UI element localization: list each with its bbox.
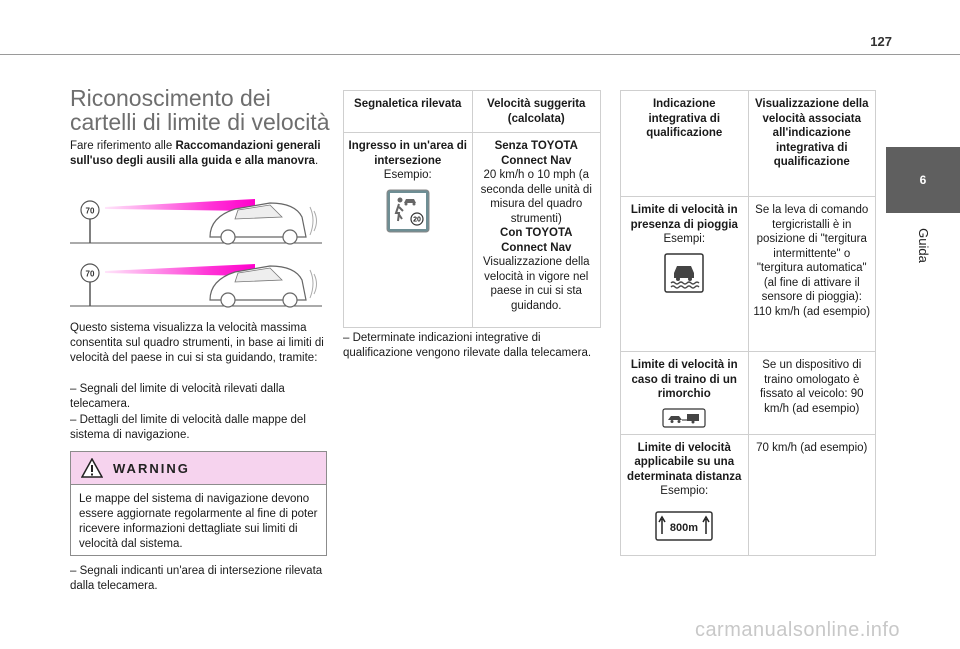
- header-rule: [0, 54, 960, 55]
- speed-sign-value: 70: [86, 270, 95, 279]
- warning-header: WARNING: [71, 452, 326, 485]
- page-number: 127: [870, 34, 892, 49]
- distance-sign-icon: 800m: [655, 510, 713, 541]
- detected-signs-table: Segnaletica rilevata Velocità suggerita …: [343, 90, 601, 328]
- table2-row-rain-right: Se la leva di comando tergicristalli è i…: [747, 196, 876, 352]
- speed-sign-value: 70: [86, 207, 95, 216]
- warning-title: WARNING: [113, 460, 190, 476]
- rain-sign-icon: [664, 252, 704, 293]
- chapter-label: Guida: [886, 215, 960, 275]
- list-item-intersection: – Segnali indicanti un'area di intersezi…: [70, 565, 323, 592]
- speed-sign-icon: [80, 263, 100, 283]
- list-item-navigation: – Dettagli del limite di velocità dalle …: [70, 414, 306, 441]
- intro-prefix: Fare riferimento alle: [70, 140, 176, 152]
- list-item-camera: – Segnali del limite di velocità rilevat…: [70, 383, 285, 410]
- trailer-sign-icon: [662, 407, 706, 428]
- description-paragraph: Questo sistema visualizza la velocità ma…: [70, 322, 324, 364]
- distance-limit-example: Esempio:: [660, 485, 709, 497]
- table1-without-nav-text: 20 km/h o 10 mph (a seconda delle unità …: [480, 169, 592, 225]
- intro-paragraph: Fare riferimento alle Raccomandazioni ge…: [70, 139, 325, 169]
- table1-header-right: Velocità suggerita (calcolata): [471, 90, 601, 133]
- chapter-label-text: Guida: [915, 227, 931, 263]
- warning-text: Le mappe del sistema di navigazione devo…: [79, 493, 318, 550]
- table2-row-distance-right: 70 km/h (ad esempio): [747, 434, 876, 556]
- rain-limit-example: Esempi:: [663, 233, 706, 245]
- table2-row-distance-left: Limite di velocità applicabile su una de…: [620, 434, 748, 556]
- table2-header-right: Visualizzazione della velocità associata…: [747, 90, 876, 197]
- table1-with-nav-text: Visualizzazione della velocità in vigore…: [482, 256, 590, 312]
- intersection-speed-value: 20: [413, 216, 421, 223]
- speed-sign-camera-illustration-2: 70: [70, 263, 322, 308]
- table1-row-title: Ingresso in un'area di intersezione: [348, 140, 467, 167]
- warning-triangle-icon: [81, 458, 103, 478]
- qualification-table: Indicazione integrativa di qualificazion…: [620, 90, 876, 556]
- table1-with-nav: Con TOYOTA Connect Nav: [500, 227, 573, 254]
- table1-row-left: Ingresso in un'area di intersezione Esem…: [343, 132, 472, 328]
- speed-sign-camera-illustration-1: 70: [70, 199, 322, 245]
- table2-row-rain-left: Limite di velocità in presenza di pioggi…: [620, 196, 748, 352]
- distance-limit-title: Limite di velocità applicabile su una de…: [627, 441, 742, 483]
- distance-value: 800m: [670, 522, 698, 534]
- trailer-limit-title: Limite di velocità in caso di traino di …: [630, 359, 738, 400]
- intro-suffix: .: [314, 155, 319, 167]
- table1-without-nav: Senza TOYOTA Connect Nav: [494, 140, 578, 167]
- chapter-tab[interactable]: 6: [886, 147, 960, 213]
- table1-row-right: Senza TOYOTA Connect Nav 20 km/h o 10 mp…: [471, 132, 601, 328]
- page-title: Riconoscimento dei cartelli di limite di…: [70, 85, 330, 135]
- chapter-number: 6: [919, 173, 927, 187]
- qualification-note: – Determinate indicazioni integrative di…: [343, 332, 592, 359]
- table2-row-trailer-right: Se un dispositivo di traino omologato è …: [747, 351, 876, 435]
- speed-sign-icon: [80, 200, 100, 220]
- intersection-zone-sign-icon: 20: [386, 189, 430, 232]
- rain-limit-title: Limite di velocità in presenza di pioggi…: [630, 204, 738, 231]
- table2-header-left: Indicazione integrativa di qualificazion…: [620, 90, 748, 197]
- table1-header-left: Segnaletica rilevata: [343, 90, 472, 133]
- intro-link-text: Raccomandazioni generali sull'uso degli …: [70, 140, 321, 167]
- table1-row-example: Esempio:: [383, 169, 432, 181]
- car-icon: [209, 202, 307, 238]
- car-icon: [209, 265, 307, 301]
- warning-box: WARNING Le mappe del sistema di navigazi…: [70, 451, 327, 556]
- table2-row-trailer-left: Limite di velocità in caso di traino di …: [620, 351, 748, 435]
- watermark: carmanualsonline.info: [694, 619, 900, 641]
